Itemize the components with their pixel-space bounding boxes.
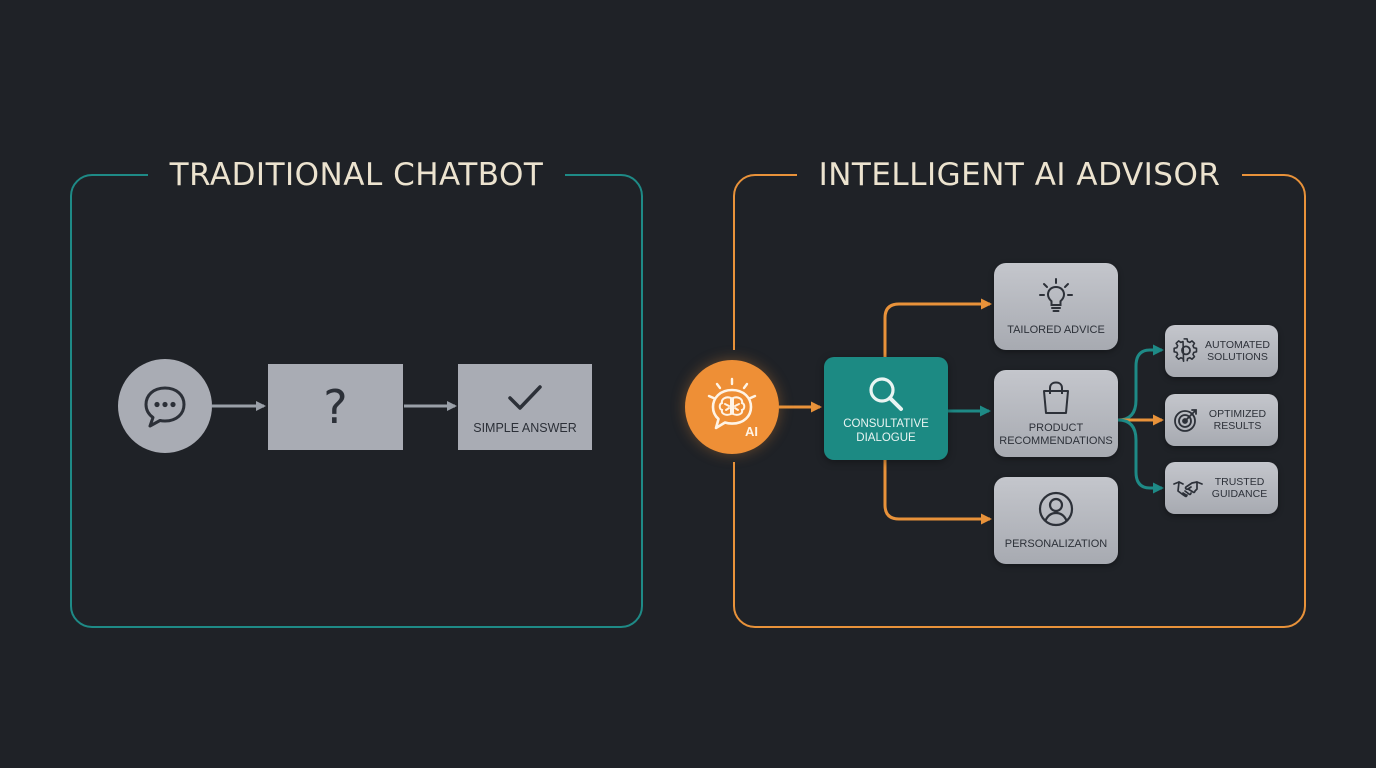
checkmark-icon [508, 385, 542, 410]
dialogue-label-line2: DIALOGUE [856, 431, 916, 444]
product-recommendations-line2: RECOMMENDATIONS [999, 434, 1113, 447]
ai-label: AI [745, 424, 758, 439]
question-box: ? [268, 364, 403, 450]
chat-bubble-node [118, 359, 212, 453]
tailored-advice-label: TAILORED ADVICE [1007, 324, 1105, 336]
optimized-results-card: OPTIMIZED RESULTS [1165, 394, 1278, 446]
automated-solutions-line1: AUTOMATED [1205, 339, 1270, 351]
automated-solutions-line2: SOLUTIONS [1207, 351, 1268, 363]
product-recommendations-card: PRODUCT RECOMMENDATIONS [994, 370, 1118, 457]
trusted-guidance-card: TRUSTED GUIDANCE [1165, 462, 1278, 514]
personalization-label: PERSONALIZATION [1004, 538, 1108, 550]
personalization-card: PERSONALIZATION [994, 477, 1118, 564]
handshake-icon [1173, 481, 1203, 498]
question-mark-icon: ? [323, 380, 348, 434]
optimized-results-line1: OPTIMIZED [1208, 408, 1267, 420]
brain-lightbulb-icon [707, 377, 757, 430]
panel-title-intelligent: INTELLIGENT AI ADVISOR [796, 156, 1243, 194]
arrow-products-to-trusted [1117, 418, 1164, 494]
arrow-dialogue-to-advice [883, 298, 992, 357]
target-icon [1174, 409, 1197, 432]
chat-bubble-icon [144, 386, 186, 428]
dialogue-label-line1: CONSULTATIVE [843, 417, 929, 430]
simple-answer-box: SIMPLE ANSWER [458, 364, 592, 450]
consultative-dialogue-box: CONSULTATIVE DIALOGUE [824, 357, 948, 460]
shopping-bag-icon [1043, 381, 1069, 414]
simple-answer-label: SIMPLE ANSWER [473, 421, 577, 435]
gear-icon [1173, 338, 1198, 363]
tailored-advice-card: TAILORED ADVICE [994, 263, 1118, 350]
product-recommendations-line1: PRODUCT [1028, 421, 1084, 434]
user-icon [1038, 491, 1074, 527]
traditional-chatbot-panel: TRADITIONAL CHATBOT [70, 156, 643, 628]
arrow-products-to-automated [1117, 344, 1164, 422]
trusted-guidance-line2: GUIDANCE [1211, 488, 1268, 500]
panel-title-traditional: TRADITIONAL CHATBOT [147, 156, 566, 194]
search-icon [869, 376, 903, 411]
automated-solutions-card: AUTOMATED SOLUTIONS [1165, 325, 1278, 377]
arrow-dialogue-to-personalization [883, 460, 992, 525]
lightbulb-icon [1039, 278, 1073, 312]
ai-brain-node: AI [685, 360, 779, 454]
trusted-guidance-line1: TRUSTED [1214, 476, 1265, 488]
optimized-results-line2: RESULTS [1213, 420, 1262, 432]
